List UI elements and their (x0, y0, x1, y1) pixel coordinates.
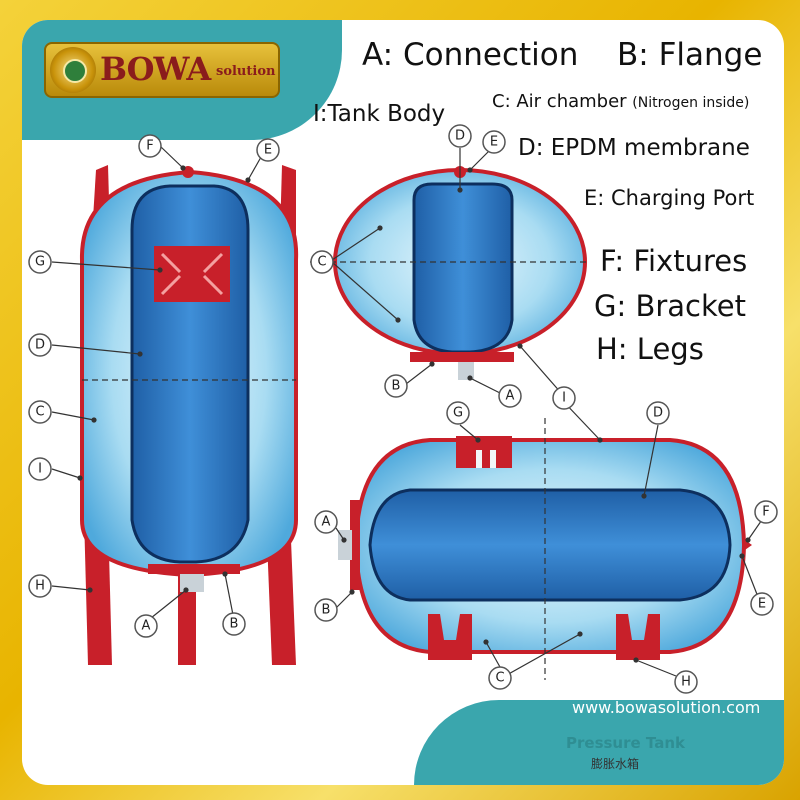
legend-air-chamber-note: (Nitrogen inside) (632, 95, 750, 111)
callout-d-left: D (28, 333, 52, 357)
legend-flange: B: Flange (617, 37, 763, 73)
callout-c-horizontal: C (488, 666, 512, 690)
svg-text:H: H (681, 675, 691, 690)
callout-h-left: H (28, 574, 52, 598)
callouts: F E G D C I H A B D E C B A I G D A B C … (28, 124, 778, 694)
svg-text:A: A (142, 619, 151, 634)
svg-text:D: D (35, 338, 45, 353)
legend-tank-body: I:Tank Body (313, 101, 446, 127)
legend-air-chamber-label: C: Air chamber (492, 91, 627, 112)
vertical-tank (79, 165, 299, 665)
logo-sub: solution (216, 64, 276, 79)
footer-teal-shape (414, 700, 784, 785)
callout-g-horizontal: G (446, 401, 470, 425)
svg-text:I: I (562, 391, 566, 406)
svg-text:E: E (758, 597, 766, 612)
callout-a-left: A (134, 614, 158, 638)
website-url: www.bowasolution.com (572, 698, 761, 717)
callout-c-small: C (310, 250, 334, 274)
callout-i-small: I (552, 386, 576, 410)
svg-text:B: B (392, 379, 401, 394)
svg-text:G: G (453, 406, 463, 421)
leader-lines (51, 145, 767, 677)
svg-text:C: C (495, 671, 504, 686)
legend-bracket: G: Bracket (594, 289, 746, 323)
callout-f-horizontal: F (754, 500, 778, 524)
product-title: Pressure Tank (566, 734, 685, 752)
svg-text:C: C (317, 255, 326, 270)
horizontal-tank (338, 418, 752, 680)
callout-b-left: B (222, 612, 246, 636)
svg-text:E: E (264, 143, 272, 158)
small-tank (310, 166, 588, 380)
legend-fixtures: F: Fixtures (600, 244, 748, 278)
logo-emblem-icon (50, 47, 96, 93)
logo-word: BOWA (100, 50, 211, 88)
legend-membrane: D: EPDM membrane (518, 135, 750, 161)
callout-i-left: I (28, 457, 52, 481)
callout-b-small: B (384, 374, 408, 398)
svg-text:H: H (35, 579, 45, 594)
callout-e-small: E (482, 130, 506, 154)
bowa-logo: BOWA solution (44, 42, 280, 98)
callout-f-left: F (138, 134, 162, 158)
callout-b-horizontal: B (314, 598, 338, 622)
callout-h-horizontal: H (674, 670, 698, 694)
product-title-cn: 膨胀水箱 (591, 757, 640, 771)
callout-e-horizontal: E (750, 592, 774, 616)
callout-e-left: E (256, 138, 280, 162)
svg-text:B: B (322, 603, 331, 618)
svg-text:G: G (35, 255, 45, 270)
svg-text:B: B (230, 617, 239, 632)
svg-text:A: A (322, 515, 331, 530)
callout-a-horizontal: A (314, 510, 338, 534)
svg-text:D: D (455, 129, 465, 144)
svg-text:A: A (506, 389, 515, 404)
legend-legs: H: Legs (596, 332, 704, 366)
svg-text:C: C (35, 405, 44, 420)
callout-c-left: C (28, 400, 52, 424)
svg-text:I: I (38, 462, 42, 477)
svg-text:F: F (146, 139, 153, 154)
svg-text:F: F (762, 505, 769, 520)
svg-text:E: E (490, 135, 498, 150)
callout-d-horizontal: D (646, 401, 670, 425)
callout-g-left: G (28, 250, 52, 274)
legend-connection: A: Connection (362, 37, 579, 73)
svg-text:D: D (653, 406, 663, 421)
callout-a-small: A (498, 384, 522, 408)
legend-air-chamber: C: Air chamber (Nitrogen inside) (492, 91, 749, 112)
legend-charging-port: E: Charging Port (584, 186, 755, 210)
callout-d-small: D (448, 124, 472, 148)
